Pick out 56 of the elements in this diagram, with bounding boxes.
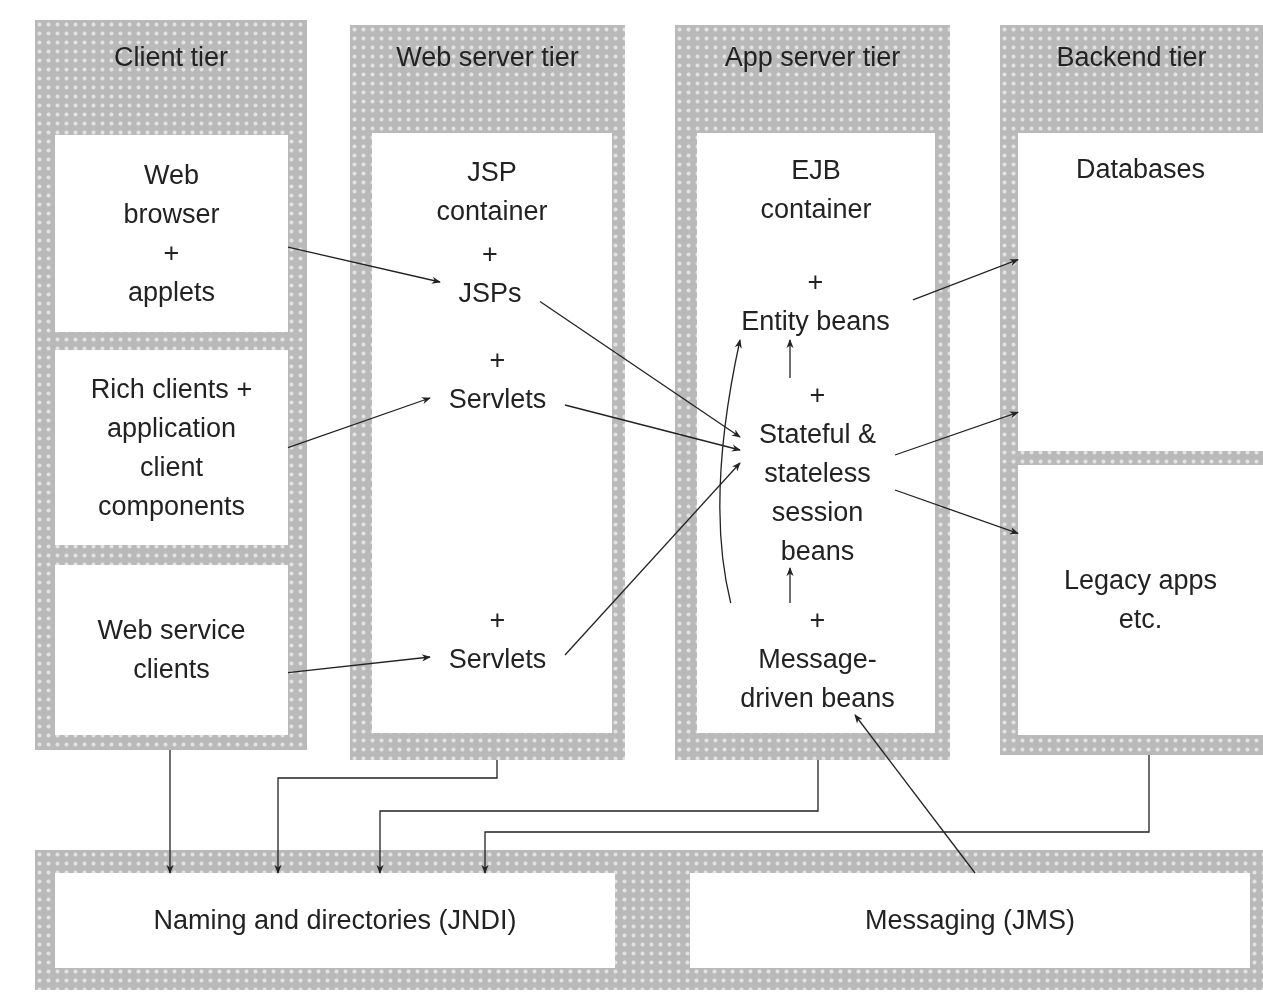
tier-panel — [675, 25, 950, 760]
plus-sign: + — [809, 603, 826, 637]
component-label: EJB container — [759, 154, 873, 226]
component-box — [55, 565, 288, 735]
arrow — [274, 759, 498, 874]
arrow — [719, 339, 742, 604]
tier-title: Client tier — [113, 41, 228, 74]
plus-sign: + — [809, 378, 826, 412]
arrow — [564, 462, 741, 656]
arrow — [481, 754, 1150, 874]
arrow — [287, 246, 441, 284]
component-box — [55, 873, 615, 968]
arrow — [287, 654, 431, 674]
arrow — [564, 404, 741, 452]
component-box — [55, 350, 288, 545]
arrow — [539, 300, 741, 438]
container-box — [697, 133, 935, 733]
arrow — [786, 567, 794, 604]
arrow — [786, 339, 794, 379]
component-label: Legacy apps etc. — [1062, 564, 1219, 636]
arrow — [854, 714, 976, 874]
arrow — [287, 397, 431, 449]
arrow — [894, 489, 1019, 535]
component-label: JSP container — [435, 156, 549, 228]
component-label: Databases — [1075, 153, 1206, 186]
component-label: Naming and directories (JNDI) — [153, 904, 517, 937]
component-label: Message-driven beans — [739, 642, 896, 715]
component-label: Servlets — [448, 383, 547, 416]
tier-title: App server tier — [724, 41, 901, 74]
component-label: Entity beans — [741, 305, 890, 338]
arrow — [166, 749, 174, 874]
component-label: JSPs — [458, 277, 522, 310]
plus-sign: + — [482, 238, 498, 271]
tier-panel — [35, 20, 307, 750]
tier-panel — [1000, 25, 1263, 755]
plus-sign: + — [489, 604, 506, 637]
component-box — [1018, 465, 1263, 735]
tier-panel — [350, 25, 625, 760]
container-box — [1018, 133, 1263, 451]
component-box — [690, 873, 1250, 968]
tier-title: Web server tier — [396, 41, 579, 74]
tier-title: Backend tier — [1056, 41, 1207, 74]
component-label: Servlets — [448, 643, 547, 676]
arrow — [894, 411, 1019, 456]
component-label: Rich clients + application client components — [89, 372, 254, 523]
component-label: Web service clients — [96, 614, 247, 686]
plus-sign: + — [807, 266, 824, 299]
arrow — [376, 759, 819, 874]
container-box — [372, 133, 612, 733]
service-band — [35, 850, 1263, 990]
component-label: Stateful & stateless session beans — [757, 417, 878, 568]
plus-sign: + — [489, 344, 506, 377]
component-box — [55, 135, 288, 332]
arrow — [912, 259, 1019, 301]
component-label: Web browser + applets — [122, 158, 221, 309]
component-label: Messaging (JMS) — [864, 904, 1076, 937]
